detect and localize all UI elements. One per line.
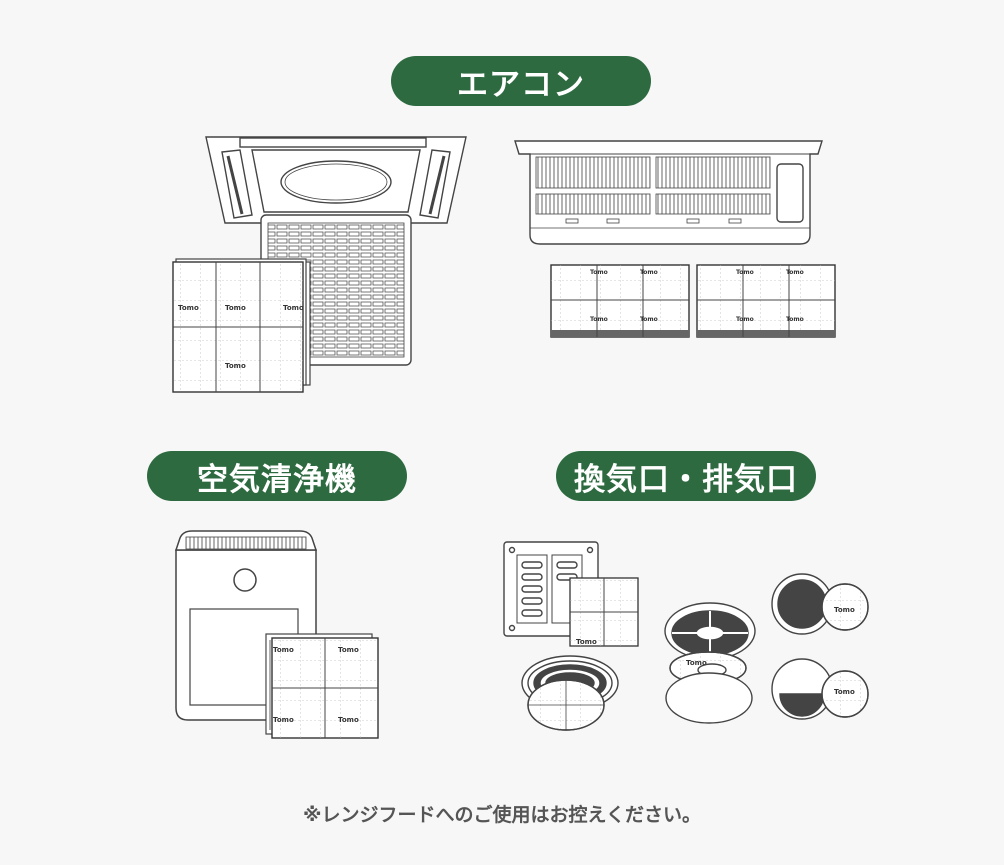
filter-brand-mark: Tomo bbox=[590, 269, 608, 276]
filter-brand-mark: Tomo bbox=[786, 316, 804, 323]
category-label-air-conditioner: エアコン bbox=[391, 56, 651, 106]
filter-sheets-wall-ac: Tomo Tomo Tomo Tomo Tomo Tomo Tomo Tomo bbox=[550, 264, 836, 338]
filter-brand-mark: Tomo bbox=[338, 716, 359, 724]
filter-brand-mark: Tomo bbox=[273, 646, 294, 654]
filter-brand-mark: Tomo bbox=[225, 362, 246, 370]
filter-brand-mark: Tomo bbox=[590, 316, 608, 323]
filter-brand-mark: Tomo bbox=[834, 688, 855, 696]
filter-brand-mark: Tomo bbox=[736, 269, 754, 276]
filter-sheet-square-vent: Tomo bbox=[569, 577, 639, 647]
filter-brand-mark: Tomo bbox=[225, 304, 246, 312]
filter-brand-mark: Tomo bbox=[273, 716, 294, 724]
filter-brand-mark: Tomo bbox=[786, 269, 804, 276]
round-cap-vent-top-illustration: Tomo bbox=[771, 573, 869, 635]
square-vent-illustration bbox=[503, 541, 599, 637]
filter-brand-mark: Tomo bbox=[640, 269, 658, 276]
filter-brand-mark: Tomo bbox=[338, 646, 359, 654]
filter-brand-mark: Tomo bbox=[736, 316, 754, 323]
round-cap-vent-bottom-illustration: Tomo bbox=[771, 658, 869, 720]
filter-brand-mark: Tomo bbox=[686, 659, 707, 667]
filter-brand-mark: Tomo bbox=[834, 606, 855, 614]
round-grille-vent-illustration: Tomo bbox=[664, 602, 756, 724]
filter-sheets-purifier: Tomo Tomo Tomo Tomo bbox=[265, 633, 379, 739]
usage-note: ※レンジフードへのご使用はお控えください。 bbox=[303, 804, 701, 826]
category-label-vents: 換気口・排気口 bbox=[556, 451, 816, 501]
filter-brand-mark: Tomo bbox=[283, 304, 304, 312]
filter-brand-mark: Tomo bbox=[640, 316, 658, 323]
round-louver-vent-illustration bbox=[521, 655, 619, 731]
filter-brand-mark: Tomo bbox=[576, 638, 597, 646]
wall-air-conditioner-illustration bbox=[514, 140, 823, 245]
filter-sheets-cassette: Tomo Tomo Tomo Tomo bbox=[172, 258, 311, 393]
category-label-air-purifier: 空気清浄機 bbox=[147, 451, 407, 501]
filter-brand-mark: Tomo bbox=[178, 304, 199, 312]
